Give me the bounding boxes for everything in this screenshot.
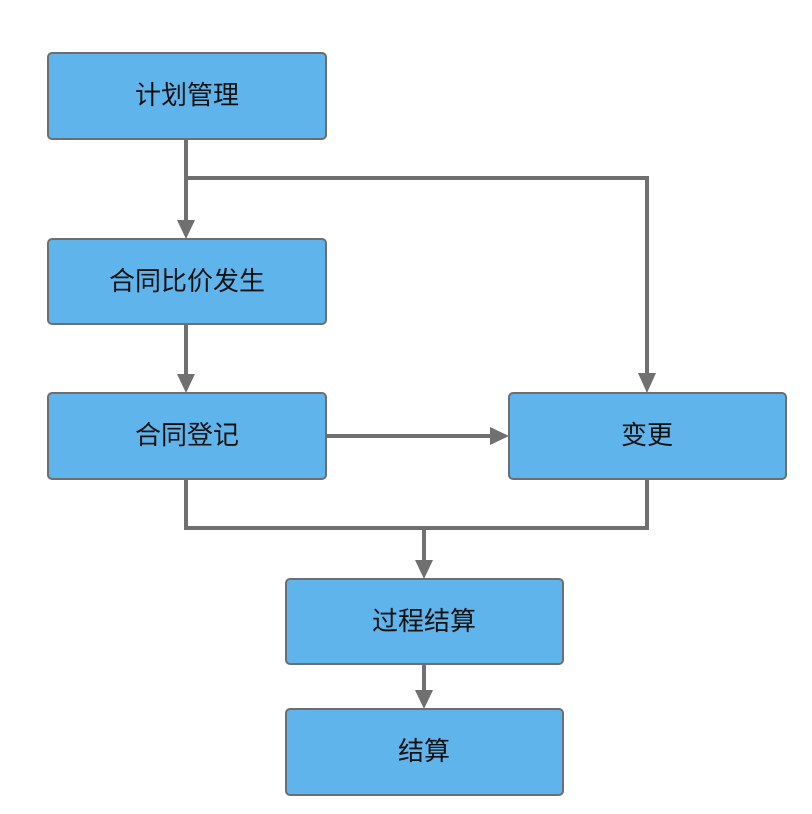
node-compare-box <box>47 238 327 325</box>
node-register-label: 合同登记 <box>135 421 239 451</box>
node-change-label: 变更 <box>621 421 673 451</box>
node-process-settle: 过程结算 <box>285 578 564 665</box>
node-register-box <box>47 392 327 480</box>
node-change: 变更 <box>508 392 787 480</box>
edge-register-to-merge <box>184 479 649 530</box>
node-compare-label: 合同比价发生 <box>109 267 265 297</box>
node-settle: 结算 <box>285 708 564 796</box>
node-process-settle-box <box>285 578 564 665</box>
arrowhead-change-top <box>638 373 656 393</box>
node-register: 合同登记 <box>47 392 327 480</box>
node-process-settle-label: 过程结算 <box>372 607 476 637</box>
node-change-box <box>508 392 787 480</box>
node-settle-label: 结算 <box>398 737 450 767</box>
node-plan: 计划管理 <box>47 52 327 140</box>
arrowhead-compare <box>177 220 195 239</box>
node-plan-label: 计划管理 <box>135 81 239 111</box>
edge-plan-to-change <box>186 176 649 375</box>
arrowhead-register <box>177 374 195 393</box>
arrowhead-process-settle <box>415 560 433 579</box>
arrowhead-change-left <box>490 427 509 445</box>
node-settle-box <box>285 708 564 796</box>
node-plan-box <box>47 52 327 140</box>
edges <box>177 139 656 709</box>
node-compare: 合同比价发生 <box>47 238 327 325</box>
arrowhead-settle <box>415 690 433 709</box>
